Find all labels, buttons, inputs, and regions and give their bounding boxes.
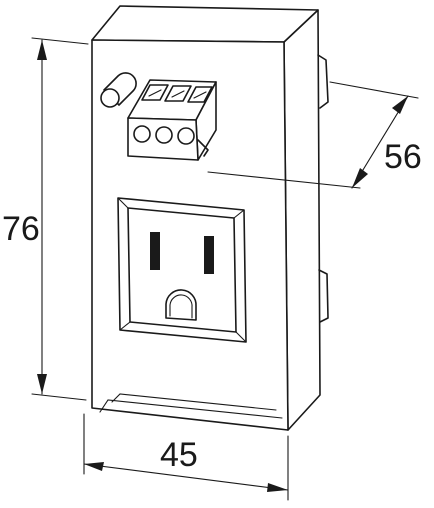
outlet-slot-right (204, 236, 214, 274)
outlet-slot-left (150, 232, 160, 270)
dimension-height-label: 76 (2, 210, 40, 248)
dimension-height: 76 (2, 37, 89, 401)
terminal-hole-1 (133, 125, 151, 143)
led-indicator (100, 72, 137, 108)
dimension-width: 45 (83, 413, 289, 501)
terminal-hole-3 (177, 127, 195, 145)
terminal-block (127, 79, 217, 161)
dimension-width-label: 45 (160, 436, 198, 474)
dimension-depth: 56 (207, 81, 422, 189)
terminal-hole-2 (155, 126, 173, 144)
outlet-receptacle (117, 197, 247, 343)
dimension-depth-label: 56 (384, 138, 422, 176)
